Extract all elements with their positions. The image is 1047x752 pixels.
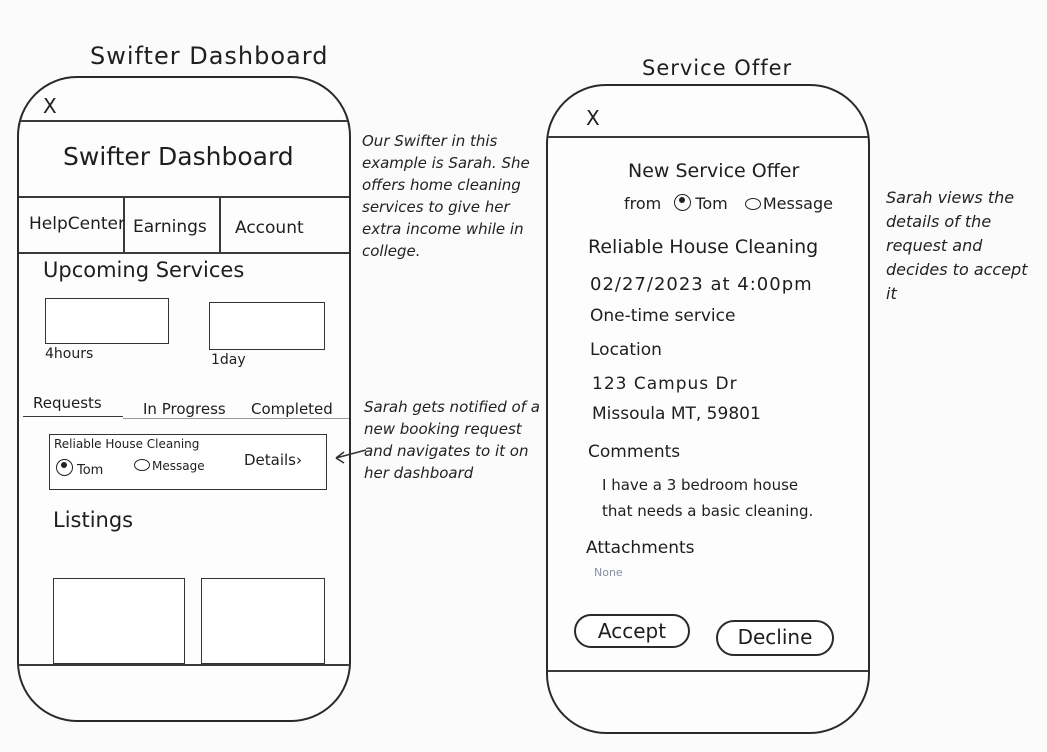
- details-link[interactable]: Details›: [244, 451, 302, 469]
- speech-bubble-icon: [134, 459, 150, 471]
- offer-title: New Service Offer: [628, 160, 800, 182]
- upcoming-service-time: 1day: [211, 352, 246, 368]
- offer-service-name: Reliable House Cleaning: [588, 236, 819, 258]
- dashboard-screen-label: Swifter Dashboard: [90, 42, 329, 70]
- offer-person-name: Tom: [695, 194, 728, 213]
- annotation-note: Our Swifter in this example is Sarah. Sh…: [362, 132, 530, 260]
- offer-address-line2: Missoula MT, 59801: [592, 404, 761, 424]
- offer-address-line1: 123 Campus Dr: [592, 374, 738, 394]
- person-icon: [674, 194, 692, 211]
- close-icon[interactable]: X: [586, 106, 600, 130]
- request-card-title: Reliable House Cleaning: [54, 437, 200, 451]
- person-icon: [56, 459, 73, 476]
- tab-account[interactable]: Account: [235, 218, 304, 238]
- offer-attachments-label: Attachments: [586, 538, 695, 558]
- accept-button[interactable]: Accept: [574, 614, 690, 648]
- speech-bubble-icon[interactable]: [744, 198, 761, 210]
- listing-card[interactable]: [201, 578, 325, 664]
- decline-button[interactable]: Decline: [716, 620, 834, 656]
- offer-comments-label: Comments: [588, 442, 681, 462]
- offer-datetime: 02/27/2023 at 4:00pm: [590, 274, 813, 295]
- chevron-right-icon: ›: [296, 451, 303, 469]
- request-card[interactable]: Reliable House Cleaning Tom Message Deta…: [49, 434, 327, 490]
- offer-frequency: One-time service: [590, 306, 736, 326]
- upcoming-services-title: Upcoming Services: [43, 258, 245, 282]
- offer-from-line: from Tom Message: [624, 194, 833, 213]
- upcoming-service-card[interactable]: [209, 302, 325, 350]
- annotation-note: Sarah views the details of the request a…: [886, 188, 1028, 303]
- offer-comment-line1: I have a 3 bedroom house: [602, 476, 799, 494]
- dashboard-phone: X Swifter Dashboard HelpCenter Earnings …: [17, 76, 351, 722]
- close-icon[interactable]: X: [43, 94, 57, 118]
- listing-card[interactable]: [53, 578, 185, 664]
- left-arrow-icon: [335, 449, 367, 464]
- tab-requests[interactable]: Requests: [33, 394, 102, 412]
- offer-comment-line2: that needs a basic cleaning.: [602, 502, 814, 520]
- offer-message-link[interactable]: Message: [762, 194, 833, 213]
- listings-title: Listings: [53, 508, 134, 532]
- offer-location-label: Location: [590, 340, 662, 360]
- upcoming-service-time: 4hours: [45, 346, 94, 362]
- offer-screen-label: Service Offer: [642, 56, 793, 80]
- tab-completed[interactable]: Completed: [251, 400, 333, 418]
- annotation-note: Sarah gets notified of a new booking req…: [364, 398, 540, 482]
- dashboard-header-title: Swifter Dashboard: [63, 142, 294, 171]
- request-card-person: Tom: [56, 459, 103, 478]
- tab-in-progress[interactable]: In Progress: [143, 400, 226, 418]
- upcoming-service-card[interactable]: [45, 298, 169, 344]
- details-link-label: Details: [244, 451, 297, 469]
- tab-earnings[interactable]: Earnings: [133, 217, 207, 237]
- request-card-message-label: Message: [152, 459, 205, 473]
- request-card-person-name: Tom: [77, 463, 104, 478]
- offer-attachments-value: None: [594, 566, 623, 579]
- offer-from-label: from: [624, 194, 662, 213]
- offer-phone: X New Service Offer from Tom Message Rel…: [546, 84, 870, 734]
- tab-help-center[interactable]: HelpCenter: [29, 214, 125, 234]
- request-card-message[interactable]: Message: [134, 459, 205, 473]
